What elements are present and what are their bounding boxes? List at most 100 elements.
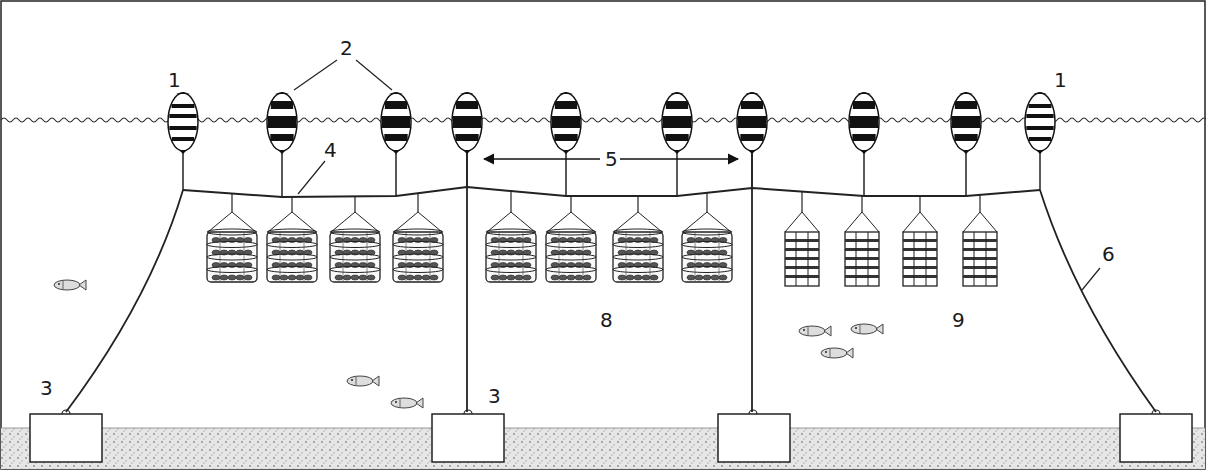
dimension-arrow	[620, 158, 738, 159]
buoy-band	[850, 116, 878, 128]
buoy-band	[1029, 137, 1051, 141]
scallop	[304, 275, 312, 280]
scallop	[559, 275, 567, 280]
scallop	[567, 275, 575, 280]
scallop	[343, 275, 351, 280]
lantern-net	[546, 232, 596, 282]
buoy-eye	[392, 150, 400, 154]
lantern-mesh	[343, 232, 344, 282]
box-cage	[903, 232, 937, 286]
leader-line	[294, 60, 337, 90]
buoy-cap	[670, 92, 684, 94]
cage-shelf	[963, 257, 997, 260]
cage-shelf	[845, 248, 879, 251]
callout-number: 4	[322, 140, 339, 160]
buoy-band	[740, 134, 763, 141]
anchor-eye	[62, 410, 1160, 414]
bridle	[785, 212, 819, 232]
cage-bar	[914, 232, 915, 286]
buoy-eye	[748, 150, 756, 154]
buoy-cap	[745, 92, 759, 94]
cage-shelf	[845, 266, 879, 269]
buoy	[551, 93, 581, 151]
scallop	[551, 275, 559, 280]
lantern-tier	[682, 254, 732, 260]
scallop	[695, 275, 703, 280]
buoy	[662, 93, 692, 151]
hanger	[801, 192, 802, 212]
lantern-mesh	[406, 232, 407, 282]
box-cage	[785, 232, 819, 286]
scallop	[575, 275, 583, 280]
fish	[799, 326, 825, 336]
scallop	[499, 275, 507, 280]
lantern-tier	[486, 229, 536, 235]
lantern-net	[207, 232, 257, 282]
scallop	[642, 275, 650, 280]
buoy-band	[552, 116, 580, 128]
lantern-net	[267, 232, 317, 282]
buoy-cap	[857, 92, 871, 94]
scallop	[228, 275, 236, 280]
lantern-tier	[486, 267, 536, 273]
lantern-mesh	[244, 232, 245, 282]
lantern-tier	[267, 267, 317, 273]
buoy-eye	[673, 150, 681, 154]
buoy-rope	[965, 150, 967, 196]
lantern-mesh	[719, 232, 720, 282]
buoy-cap	[176, 92, 190, 94]
buoy-rope	[1039, 150, 1041, 190]
scallop	[367, 275, 375, 280]
lantern-tier	[393, 229, 443, 235]
callout-number: 6	[1100, 244, 1117, 264]
lantern-net	[393, 232, 443, 282]
lantern-mesh	[220, 232, 221, 282]
cage-shelf	[845, 239, 879, 242]
leader-line	[1082, 268, 1100, 290]
lantern-tier	[546, 267, 596, 273]
buoy-rope	[281, 150, 283, 197]
buoy	[381, 93, 411, 151]
cage-shelf	[903, 275, 937, 278]
buoy-band	[172, 137, 194, 141]
scallop	[288, 275, 296, 280]
cage-bar	[926, 232, 927, 286]
lantern-tier	[330, 229, 380, 235]
buoy-band	[385, 101, 407, 109]
buoy-band	[663, 116, 691, 128]
cage-shelf	[903, 257, 937, 260]
anchor-block	[432, 414, 504, 462]
fish-gill	[830, 349, 831, 357]
buoy-band	[456, 101, 478, 109]
lantern-tier	[393, 242, 443, 248]
buoy	[849, 93, 879, 151]
buoy-band	[665, 134, 688, 141]
lantern-tier	[613, 267, 663, 273]
scallop	[515, 275, 523, 280]
box-cage	[963, 232, 997, 286]
buoy-band	[169, 126, 196, 130]
buoy-band	[455, 134, 478, 141]
cage-shelf	[785, 257, 819, 260]
anchor-line	[751, 150, 753, 412]
scallop	[634, 275, 642, 280]
lantern-net	[486, 232, 536, 282]
cage-shelf	[785, 248, 819, 251]
callout-number: 3	[486, 386, 503, 406]
buoy-band	[169, 114, 196, 118]
buoy-band	[954, 134, 977, 141]
bridle	[963, 212, 997, 232]
bridle	[903, 212, 937, 232]
buoy-band	[268, 116, 296, 128]
buoy-rope	[676, 150, 678, 196]
lantern-tier	[207, 229, 257, 235]
lantern-mesh	[650, 232, 651, 282]
lantern-tier	[330, 267, 380, 273]
buoy-rope	[751, 150, 753, 188]
anchor-block	[1120, 414, 1192, 462]
lantern-tier	[682, 242, 732, 248]
scallop	[719, 275, 727, 280]
scallop	[296, 275, 304, 280]
fish-gill	[808, 327, 809, 335]
